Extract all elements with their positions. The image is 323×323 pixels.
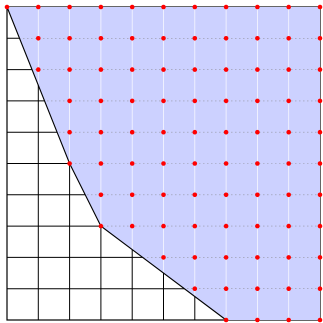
lattice-point: [255, 286, 260, 292]
lattice-point: [255, 255, 260, 260]
lattice-point: [223, 223, 229, 229]
lattice-point: [223, 255, 229, 260]
lattice-point: [223, 192, 229, 198]
lattice-point: [317, 161, 323, 166]
lattice-point: [161, 255, 166, 260]
lattice-point: [255, 192, 260, 198]
lattice-point: [317, 98, 323, 104]
lattice-point: [286, 4, 292, 10]
lattice-point: [286, 286, 292, 292]
lattice-point: [129, 129, 135, 135]
lattice-point: [67, 129, 72, 135]
lattice-point: [192, 286, 198, 292]
lattice-point: [286, 67, 292, 72]
lattice-point: [98, 4, 104, 10]
lattice-points: [4, 4, 323, 323]
lattice-point: [286, 317, 292, 323]
lattice-point: [67, 4, 72, 10]
lattice-point: [129, 36, 135, 41]
lattice-point: [98, 67, 104, 72]
lattice-point: [192, 192, 198, 198]
lattice-point: [192, 36, 198, 41]
lattice-point: [161, 129, 166, 135]
lattice-point: [4, 4, 10, 10]
lattice-point: [286, 36, 292, 41]
lattice-point: [286, 255, 292, 260]
lattice-point: [317, 4, 323, 10]
lattice-point: [161, 223, 166, 229]
lattice-point: [317, 36, 323, 41]
lattice-point: [192, 4, 198, 10]
lattice-point: [317, 223, 323, 229]
lattice-point: [36, 36, 41, 41]
lattice-point: [129, 4, 135, 10]
lattice-point: [192, 223, 198, 229]
lattice-point: [255, 98, 260, 104]
lattice-point: [317, 67, 323, 72]
lattice-point: [223, 317, 229, 323]
lattice-point: [129, 192, 135, 198]
lattice-point: [255, 317, 260, 323]
lattice-point: [317, 317, 323, 323]
lattice-point: [98, 36, 104, 41]
lattice-point: [286, 161, 292, 166]
lattice-point: [255, 161, 260, 166]
lattice-point: [129, 161, 135, 166]
lattice-point: [192, 255, 198, 260]
lattice-point: [36, 67, 41, 72]
lattice-point: [317, 255, 323, 260]
lattice-point: [286, 129, 292, 135]
lattice-point: [255, 4, 260, 10]
lattice-point: [192, 161, 198, 166]
lattice-point: [192, 98, 198, 104]
lattice-point: [67, 36, 72, 41]
lattice-point: [98, 98, 104, 104]
lattice-point: [98, 129, 104, 135]
lattice-point: [223, 98, 229, 104]
lattice-point: [161, 4, 166, 10]
lattice-point: [255, 129, 260, 135]
lattice-point: [286, 223, 292, 229]
lattice-point: [161, 192, 166, 198]
lattice-point: [317, 286, 323, 292]
lattice-point: [255, 36, 260, 41]
lattice-point: [223, 286, 229, 292]
lattice-point: [223, 129, 229, 135]
lattice-point: [255, 223, 260, 229]
lattice-point: [223, 67, 229, 72]
lattice-point: [161, 67, 166, 72]
lattice-point: [67, 98, 72, 104]
lattice-point: [286, 98, 292, 104]
lattice-point: [192, 67, 198, 72]
lattice-point: [286, 192, 292, 198]
lattice-point: [36, 4, 41, 10]
lattice-point: [161, 98, 166, 104]
lattice-point: [192, 129, 198, 135]
region-boundary: [6, 6, 227, 321]
lattice-point: [98, 192, 104, 198]
lattice-point: [67, 67, 72, 72]
lattice-point: [161, 161, 166, 166]
lattice-point: [129, 223, 135, 229]
lattice-point: [129, 98, 135, 104]
lattice-point: [317, 129, 323, 135]
lattice-point: [98, 223, 104, 229]
lattice-point: [98, 161, 104, 166]
lattice-point: [223, 36, 229, 41]
lattice-point: [67, 161, 72, 166]
lattice-point: [317, 192, 323, 198]
lattice-point: [161, 36, 166, 41]
lattice-point: [255, 67, 260, 72]
lattice-point: [223, 4, 229, 10]
lattice-point: [129, 67, 135, 72]
lattice-point: [223, 161, 229, 166]
